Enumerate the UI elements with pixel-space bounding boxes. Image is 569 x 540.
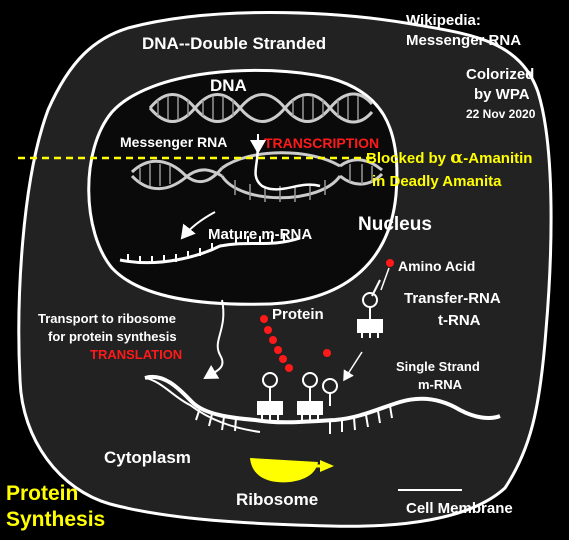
- ribosome: [250, 458, 334, 483]
- trna-incoming: [357, 292, 383, 338]
- label-transcription: TRANSCRIPTION: [264, 135, 380, 151]
- label-dna: DNA: [210, 76, 247, 95]
- label-amino-acid: Amino Acid: [398, 258, 476, 274]
- title-line-1: Protein: [6, 482, 79, 505]
- blocked-text-a: Blocked by: [366, 150, 451, 167]
- label-mature-mrna: Mature m-RNA: [208, 226, 313, 243]
- blocked-text-b: -Amanitin: [463, 150, 533, 167]
- blocked-alpha: α: [450, 148, 464, 168]
- dna-helix: [148, 92, 374, 124]
- trna-group: [257, 279, 383, 420]
- source-line-3: Colorized: [466, 66, 535, 83]
- label-messenger-rna: Messenger RNA: [120, 134, 228, 150]
- label-single-strand: Single Strand: [396, 359, 480, 374]
- label-dna-double-stranded: DNA--Double Stranded: [142, 34, 327, 53]
- trna-3: [322, 378, 338, 406]
- label-transfer-rna: Transfer-RNA: [404, 290, 501, 307]
- amino-acid-link: [380, 267, 390, 291]
- label-transport-line-1: Transport to ribosome: [38, 311, 176, 326]
- label-ribosome: Ribosome: [236, 490, 319, 509]
- label-protein: Protein: [272, 306, 324, 323]
- trna-2: [297, 372, 323, 420]
- label-blocked: Blocked by α-Amanitin: [366, 148, 533, 169]
- label-cell-membrane: Cell Membrane: [406, 500, 513, 517]
- label-translation: TRANSLATION: [90, 347, 183, 362]
- title-line-2: Synthesis: [6, 508, 106, 531]
- dna-transcription-bubble: [130, 139, 384, 202]
- label-deadly-amanita: in Deadly Amanita: [372, 173, 502, 190]
- source-date: 22 Nov 2020: [466, 107, 536, 121]
- label-single-strand-mrna: m-RNA: [418, 377, 463, 392]
- source-line-1: Wikipedia:: [406, 12, 481, 29]
- single-strand-mrna: [144, 374, 501, 434]
- mature-mrna-strand: [119, 233, 301, 265]
- trna-binding-arrow: [343, 351, 363, 382]
- source-line-2: Messenger RNA: [406, 32, 522, 49]
- source-line-4: by WPA: [474, 86, 530, 103]
- label-transport-line-2: for protein synthesis: [48, 329, 177, 344]
- nucleus-membrane: [87, 68, 399, 306]
- transport-arrow: [203, 299, 225, 380]
- trna-1: [257, 372, 283, 420]
- label-cytoplasm: Cytoplasm: [104, 448, 191, 467]
- protein-chain: [260, 315, 331, 372]
- maturation-arrow: [180, 211, 216, 240]
- amino-acid-dot: [386, 259, 394, 267]
- label-trna: t-RNA: [438, 312, 481, 329]
- label-nucleus: Nucleus: [358, 214, 432, 235]
